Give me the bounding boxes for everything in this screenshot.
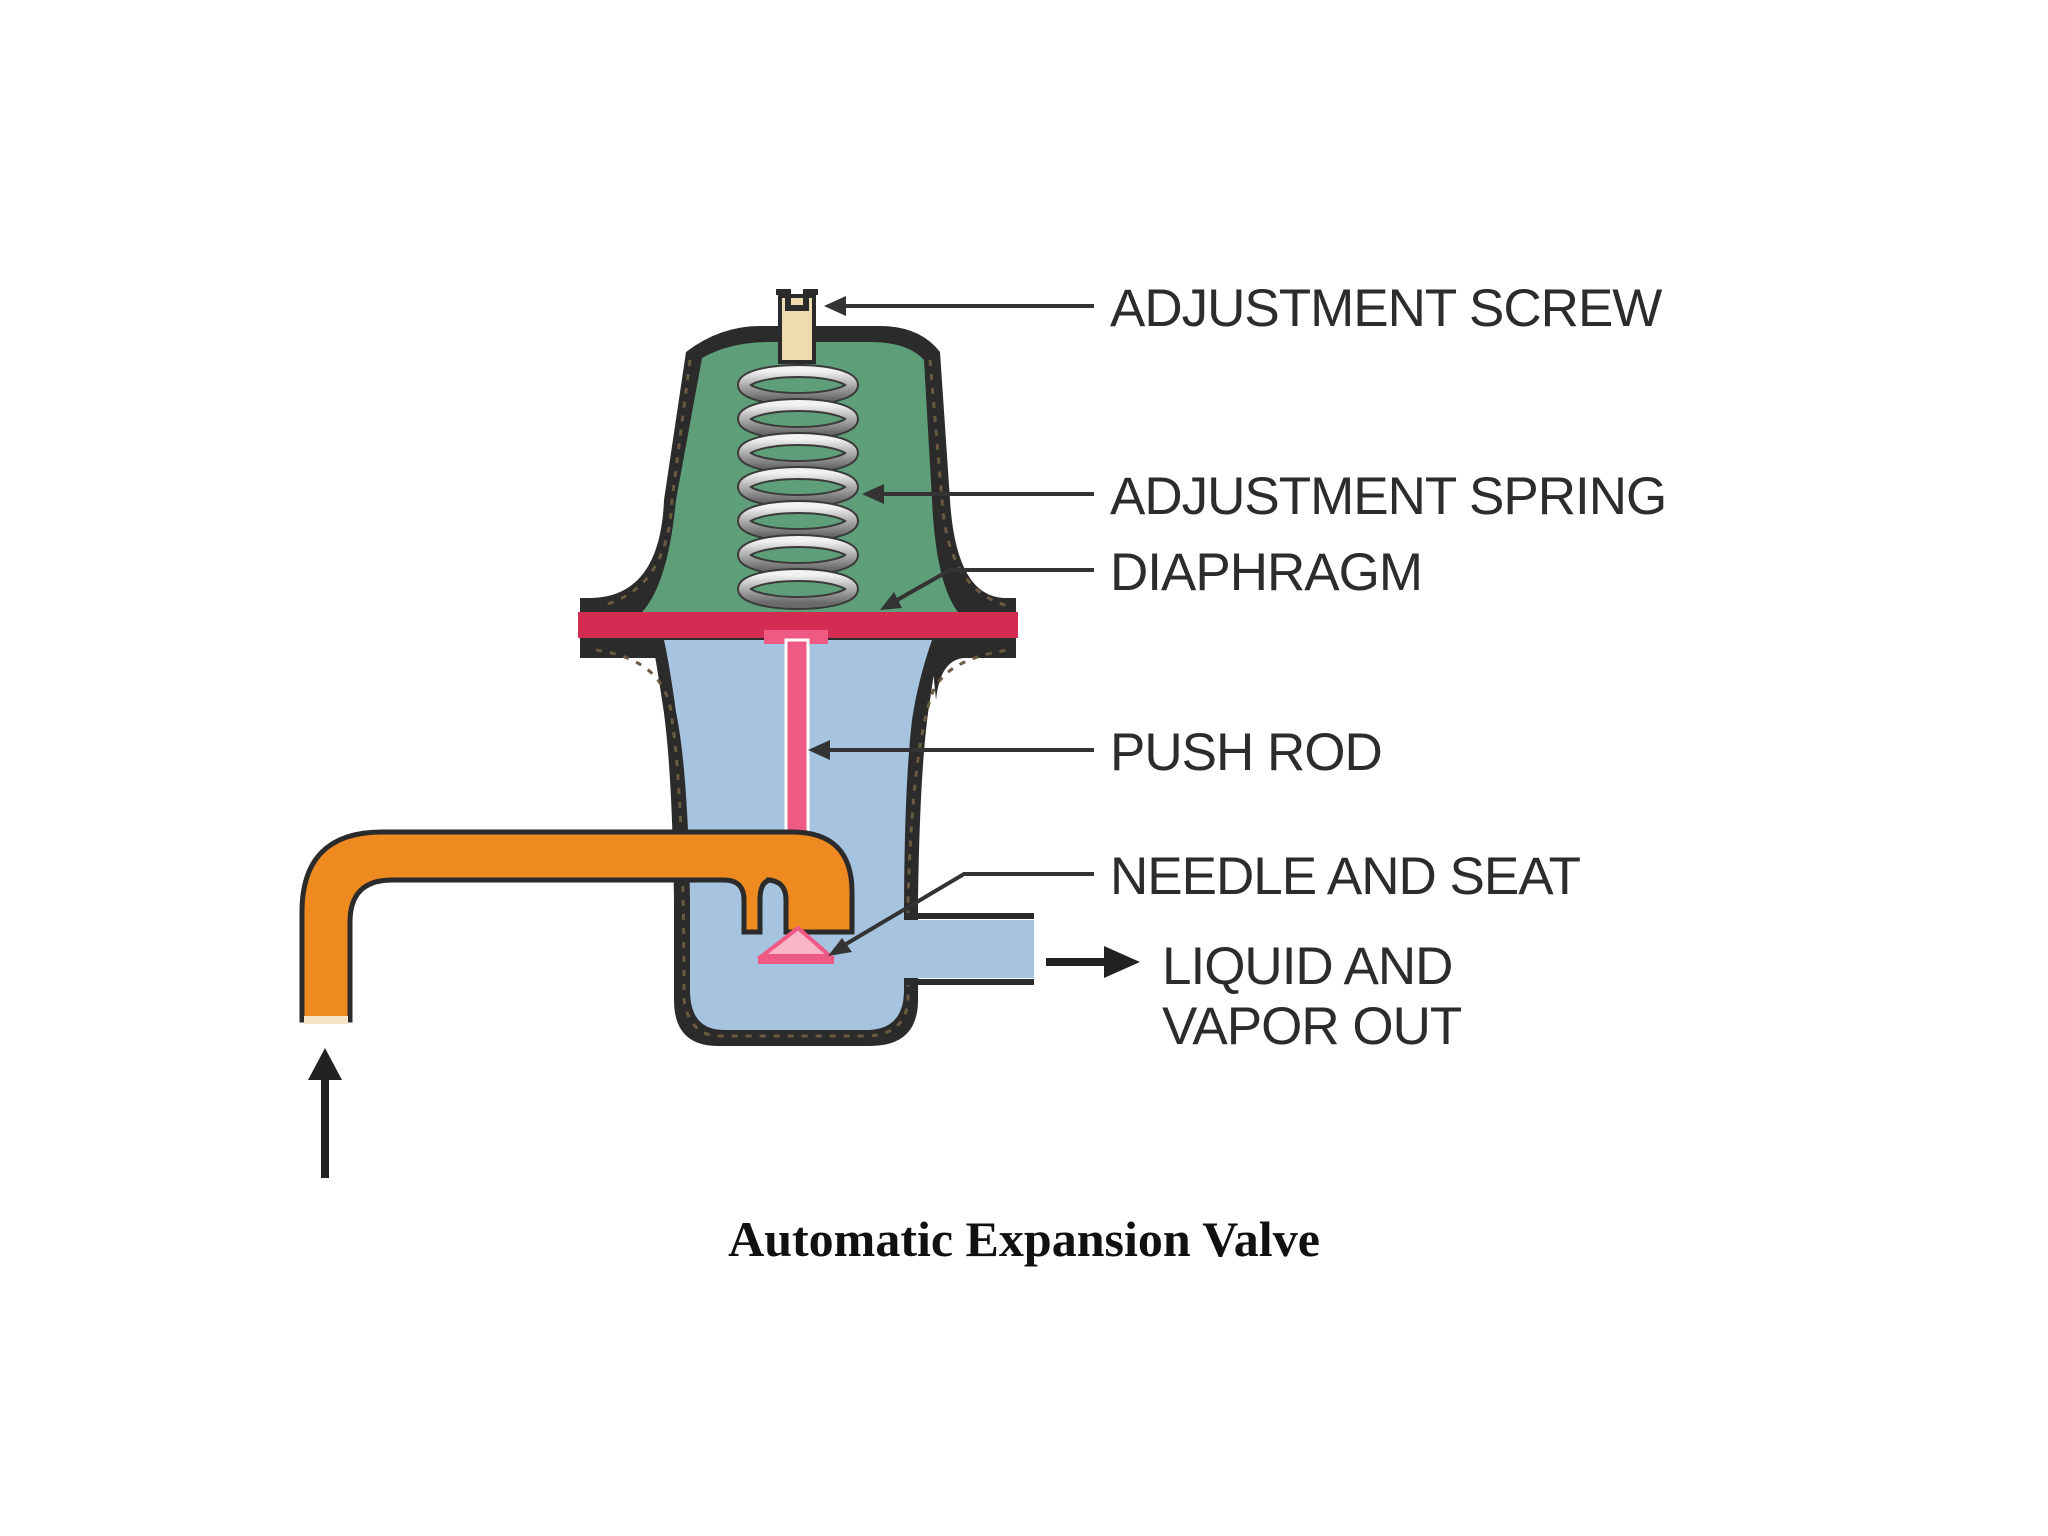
outlet-pipe-outline	[904, 913, 1034, 985]
inlet-arrow-head	[308, 1048, 342, 1080]
label-push-rod: PUSH ROD	[1110, 723, 1382, 782]
outlet-arrow-head	[1104, 946, 1140, 978]
needle-seat	[758, 956, 834, 964]
leader-needle-and-seat-head	[828, 938, 852, 956]
label-diaphragm: DIAPHRAGM	[1110, 543, 1422, 602]
shell-texture	[595, 359, 1009, 1038]
leader-adjustment-spring-head	[862, 484, 884, 504]
spring-coil	[739, 570, 857, 608]
inlet-pipe	[299, 829, 855, 1023]
label-adjustment-screw: ADJUSTMENT SCREW	[1110, 279, 1662, 338]
figure-caption: Automatic Expansion Valve	[728, 1211, 1320, 1267]
leader-needle-and-seat	[834, 872, 1094, 952]
inlet-pipe-opening	[304, 1016, 348, 1024]
label-outlet-line2: VAPOR OUT	[1162, 997, 1462, 1056]
label-outlet-line1: LIQUID AND	[1162, 937, 1452, 996]
leader-push-rod-head	[808, 740, 830, 760]
leader-diaphragm	[889, 568, 1094, 606]
push-rod-cap	[764, 630, 828, 644]
leader-adjustment-screw-head	[824, 296, 846, 316]
adjustment-spring	[737, 364, 859, 610]
adjustment-screw-slot	[776, 289, 818, 311]
label-adjustment-spring: ADJUSTMENT SPRING	[1110, 467, 1666, 526]
leader-diaphragm-head	[880, 592, 902, 610]
label-needle-and-seat: NEEDLE AND SEAT	[1110, 847, 1581, 906]
